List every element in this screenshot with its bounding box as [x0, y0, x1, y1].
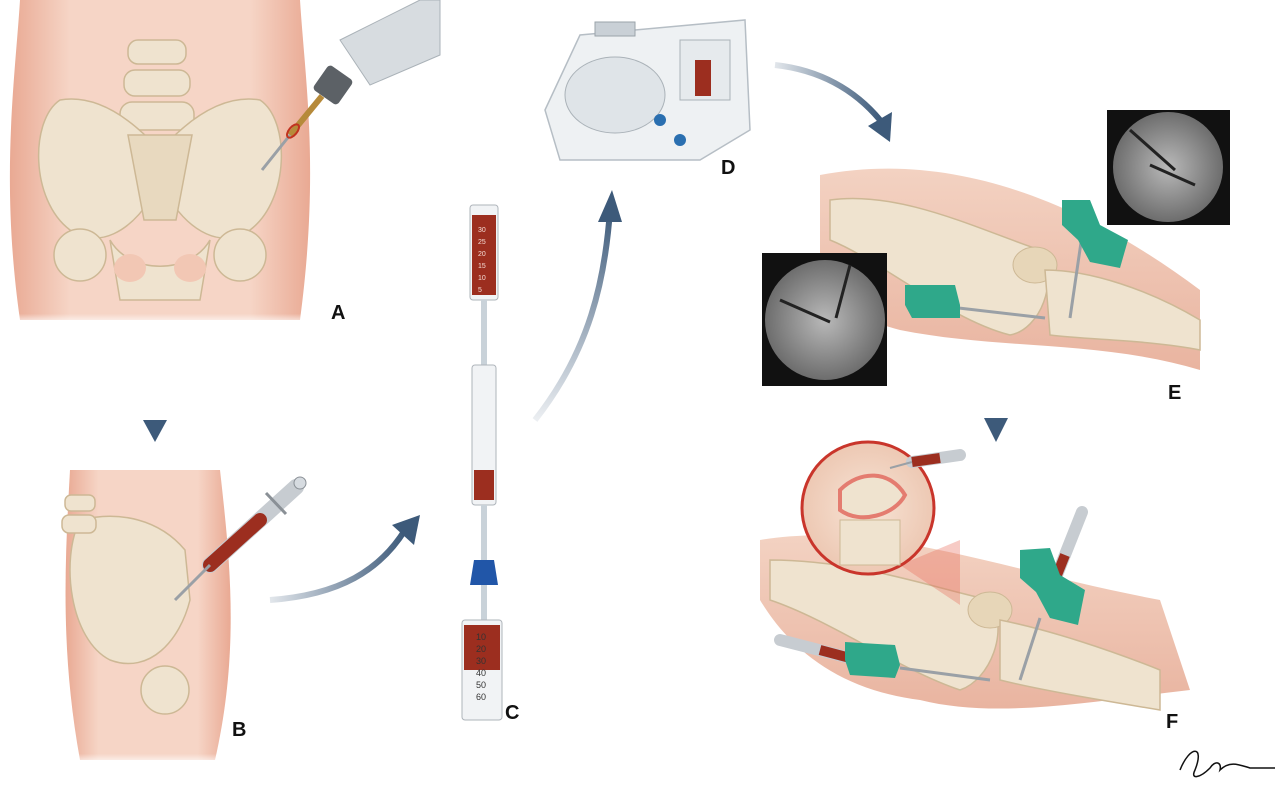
upper-scale-tick-15: 15: [478, 263, 486, 270]
scale-tick-60: 60: [476, 692, 486, 702]
panel-e-knee-cannulation: [762, 110, 1230, 386]
scale-tick-50: 50: [476, 680, 486, 690]
arrow-b-to-c: [269, 515, 420, 603]
scale-tick-40: 40: [476, 668, 486, 678]
panel-label-b: B: [232, 719, 247, 741]
upper-scale-tick-30: 30: [478, 227, 486, 234]
cannula-lateral-icon: [845, 642, 900, 678]
panel-label-a: A: [331, 302, 346, 324]
upper-scale-tick-25: 25: [478, 239, 486, 246]
scale-tick-20: 20: [476, 644, 486, 654]
panel-label-f: F: [1166, 711, 1179, 733]
arrow-e-to-f: [984, 370, 1008, 442]
fluoroscopy-view-icon: [762, 253, 887, 386]
upper-scale-tick-5: 5: [478, 287, 482, 294]
centrifuge-device-icon: [544, 19, 751, 161]
panel-f-knee-injection: [760, 440, 1190, 711]
panel-d-processing-device: [544, 19, 751, 161]
arrow-d-to-e: [774, 62, 892, 142]
aspiration-syringe-icon: [173, 476, 307, 602]
panel-a-pelvis-harvest: [0, 0, 441, 325]
fluoroscopy-view-icon: [1107, 110, 1230, 225]
scale-tick-30: 30: [476, 656, 486, 666]
cannula-anterior-icon: [1020, 548, 1085, 625]
panel-c-syringe-assembly: 10 20 30 40 50 60 30 25 20 15 10 5: [461, 204, 503, 721]
upper-scale-tick-20: 20: [478, 251, 486, 258]
upper-scale-tick-10: 10: [478, 275, 486, 282]
arrow-a-to-b: [143, 365, 167, 442]
injection-syringe-icon: [1049, 506, 1088, 586]
cannula-anterior-icon: [1062, 200, 1128, 268]
panel-label-d: D: [721, 157, 736, 179]
arrow-c-to-d: [532, 190, 622, 422]
cannula-lateral-icon: [905, 285, 960, 318]
injection-syringe-icon: [889, 449, 966, 469]
panel-label-c: C: [505, 702, 520, 724]
bone-drill-icon: [260, 0, 441, 171]
panel-b-aspiration: [60, 470, 307, 765]
artist-signature: [1179, 750, 1275, 778]
panel-label-e: E: [1168, 382, 1182, 404]
scale-tick-10: 10: [476, 632, 486, 642]
